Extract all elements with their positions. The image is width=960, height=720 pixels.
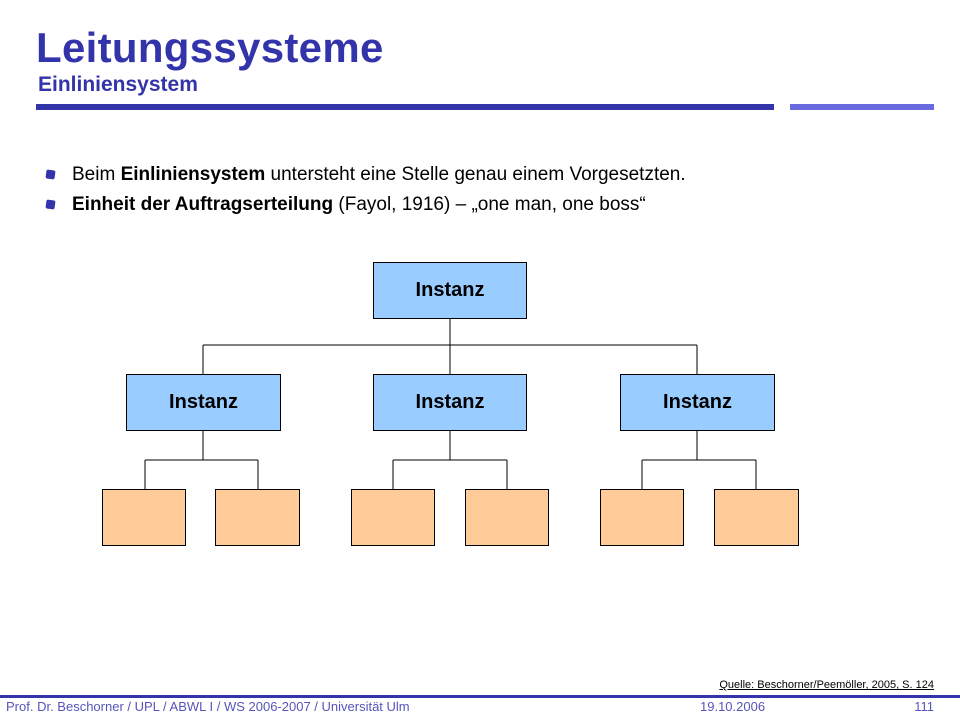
footer-page-number: 111 xyxy=(914,699,934,714)
bullet-text-pre: Beim xyxy=(72,164,121,185)
instanz-box-right: Instanz xyxy=(620,374,775,431)
slide-subtitle: Einliniensystem xyxy=(38,73,198,96)
bullet-item: Beim Einliniensystem untersteht eine Ste… xyxy=(42,160,686,190)
bullet-item: Einheit der Auftragserteilung (Fayol, 19… xyxy=(42,190,686,220)
instanz-box-center: Instanz xyxy=(373,374,527,431)
footer-course-info: Prof. Dr. Beschorner / UPL / ABWL I / WS… xyxy=(6,699,410,714)
stelle-box xyxy=(714,489,799,546)
bullet-text-post: untersteht eine Stelle genau einem Vorge… xyxy=(265,164,686,185)
bullet-text-bold: Einheit der Auftragserteilung xyxy=(72,194,334,215)
title-divider-accent xyxy=(790,104,934,110)
stelle-box xyxy=(465,489,549,546)
stelle-box xyxy=(351,489,435,546)
instanz-box-left: Instanz xyxy=(126,374,281,431)
bullet-text-bold: Einliniensystem xyxy=(120,164,266,185)
instanz-box-top: Instanz xyxy=(373,262,527,319)
bullet-list: Beim Einliniensystem untersteht eine Ste… xyxy=(42,160,686,220)
title-divider xyxy=(36,104,774,110)
bullet-text-post: (Fayol, 1916) – „one man, one boss“ xyxy=(333,194,646,215)
slide-title: Leitungssysteme xyxy=(36,24,384,71)
stelle-box xyxy=(215,489,300,546)
source-citation: Quelle: Beschorner/Peemöller, 2005, S. 1… xyxy=(719,679,934,691)
stelle-box xyxy=(600,489,684,546)
footer-divider xyxy=(0,695,960,698)
stelle-box xyxy=(102,489,186,546)
footer-date: 19.10.2006 xyxy=(700,699,766,714)
